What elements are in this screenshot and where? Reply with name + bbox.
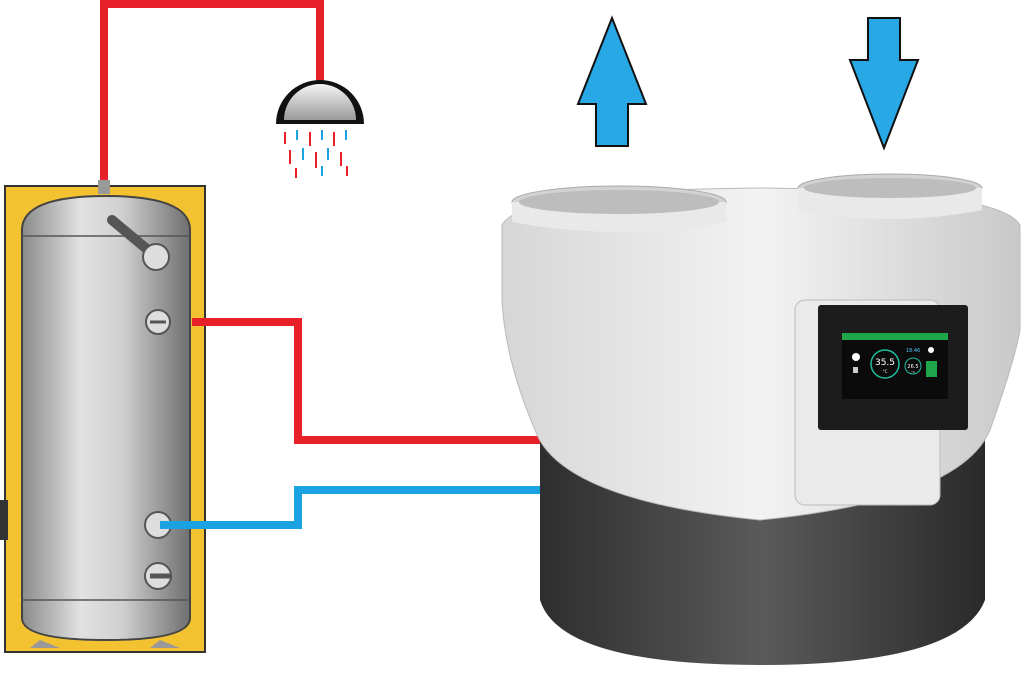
tank-icon <box>853 367 858 373</box>
cold-feed-pipe <box>160 486 548 529</box>
secondary-temperature: 26.5 <box>907 364 918 370</box>
main-temperature-gauge <box>870 349 900 379</box>
shower-head-icon <box>276 80 364 178</box>
screen-header-bar <box>842 333 948 340</box>
mode-button[interactable] <box>926 361 937 377</box>
main-temperature-unit: °C <box>883 369 888 374</box>
power-icon[interactable] <box>852 353 860 361</box>
clock-time: 18:46 <box>906 348 920 354</box>
water-tank <box>0 180 206 653</box>
main-temperature: 35.5 <box>875 358 895 368</box>
air-out-arrow-icon <box>576 15 648 147</box>
settings-icon[interactable] <box>928 347 934 353</box>
control-display[interactable]: 35.5 °C 18:46 26.5 °C <box>818 305 968 430</box>
air-in-arrow-icon <box>848 17 920 151</box>
hot-water-supply-pipe <box>100 0 324 190</box>
secondary-temperature-unit: °C <box>911 370 915 374</box>
hot-return-pipe <box>192 318 540 444</box>
secondary-temperature-gauge <box>904 357 922 375</box>
